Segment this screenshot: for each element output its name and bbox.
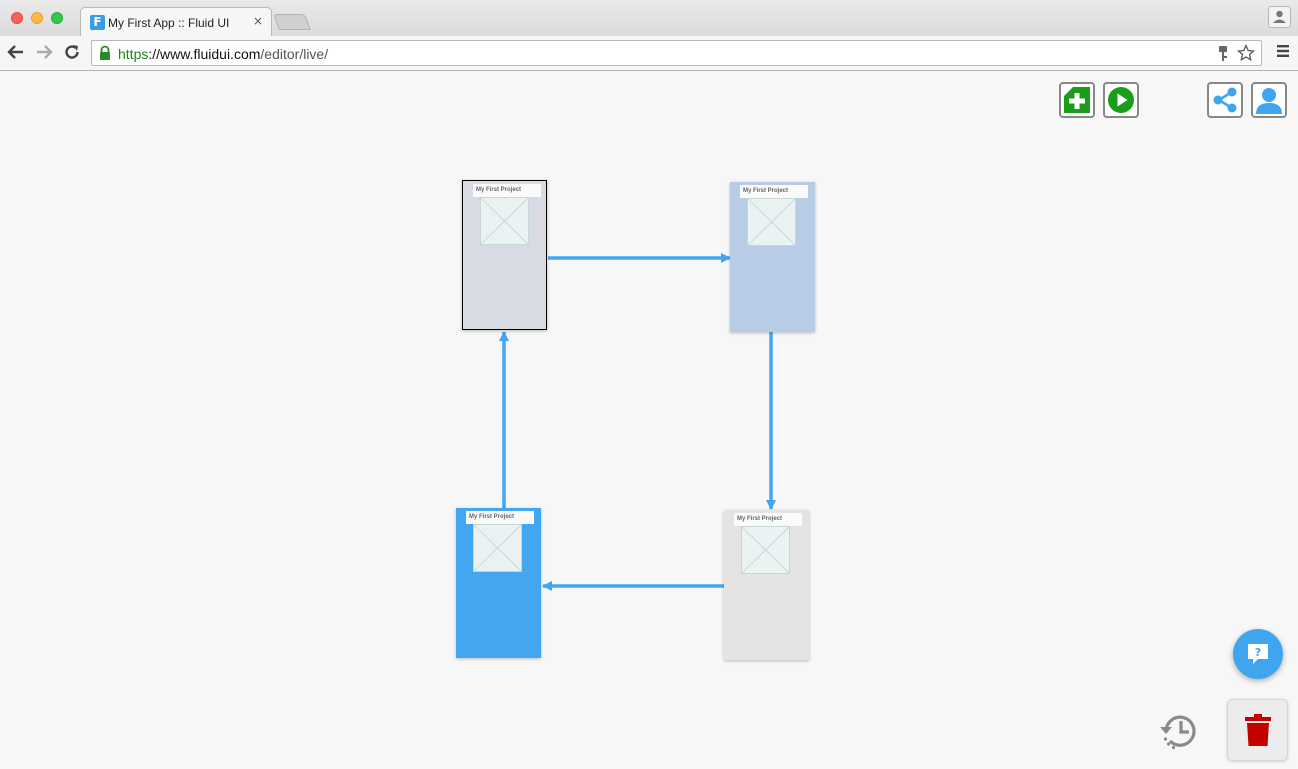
fluidui-favicon-icon: F [90, 15, 105, 30]
lock-icon [100, 45, 110, 60]
history-button[interactable] [1156, 709, 1202, 753]
screen-title: My First Project [740, 185, 808, 198]
url-separator: :// [148, 46, 161, 62]
browser-menu-icon[interactable] [1276, 44, 1290, 58]
screen-title: My First Project [473, 184, 541, 197]
url-path: /editor/live/ [260, 46, 329, 62]
play-button[interactable] [1103, 82, 1139, 118]
screen-thumbnail-1[interactable]: My First Project [462, 180, 547, 330]
new-tab-button[interactable] [273, 14, 311, 30]
user-account-button[interactable] [1251, 82, 1287, 118]
image-placeholder-icon [741, 526, 790, 574]
address-bar[interactable]: https://www.fluidui.com/editor/live/ [91, 40, 1262, 66]
back-arrow-icon [7, 45, 23, 59]
tab-close-icon[interactable]: × [252, 14, 263, 28]
image-placeholder-icon [473, 524, 522, 572]
bookmark-star-icon[interactable] [1237, 44, 1255, 62]
help-button[interactable]: ? [1233, 629, 1283, 679]
close-window-button[interactable] [11, 12, 23, 24]
url-host: www.fluidui.com [160, 46, 261, 62]
screen-title: My First Project [734, 513, 802, 526]
screen-thumbnail-3[interactable]: My First Project [724, 510, 809, 660]
image-placeholder-icon [747, 198, 796, 246]
browser-titlebar: F My First App :: Fluid UI × [0, 0, 1298, 37]
url-text: https://www.fluidui.com/editor/live/ [118, 46, 328, 62]
screen-title: My First Project [466, 511, 534, 524]
reload-button[interactable] [61, 41, 83, 63]
help-label: ? [1255, 646, 1261, 659]
reload-icon [65, 45, 79, 59]
tab-title: My First App :: Fluid UI [108, 16, 230, 30]
editor-canvas[interactable]: My First Project My First Project My Fir… [0, 72, 1298, 769]
image-placeholder-icon [480, 197, 529, 245]
history-clock-icon [1160, 715, 1196, 750]
forward-arrow-icon [37, 45, 53, 59]
browser-toolbar: https://www.fluidui.com/editor/live/ [0, 36, 1298, 71]
key-icon[interactable] [1217, 45, 1229, 62]
add-screen-icon [1064, 87, 1090, 113]
help-chat-icon: ? [1248, 644, 1268, 664]
forward-button[interactable] [33, 41, 55, 63]
url-scheme: https [118, 46, 149, 62]
add-screen-button[interactable] [1059, 82, 1095, 118]
play-icon [1108, 87, 1134, 113]
minimize-window-button[interactable] [31, 12, 43, 24]
browser-profile-button[interactable] [1268, 6, 1291, 28]
trash-icon [1244, 714, 1271, 746]
share-button[interactable] [1207, 82, 1243, 118]
browser-tab-active[interactable]: F My First App :: Fluid UI × [80, 7, 272, 37]
user-icon [1256, 88, 1282, 114]
delete-trash-button[interactable] [1227, 699, 1288, 761]
address-bar-actions [1217, 44, 1255, 62]
person-icon [1273, 10, 1286, 23]
back-button[interactable] [5, 41, 27, 63]
screen-thumbnail-4[interactable]: My First Project [456, 508, 541, 658]
share-icon [1213, 87, 1237, 113]
screen-flow-links [499, 253, 776, 591]
zoom-window-button[interactable] [51, 12, 63, 24]
screen-thumbnail-2[interactable]: My First Project [730, 182, 815, 332]
